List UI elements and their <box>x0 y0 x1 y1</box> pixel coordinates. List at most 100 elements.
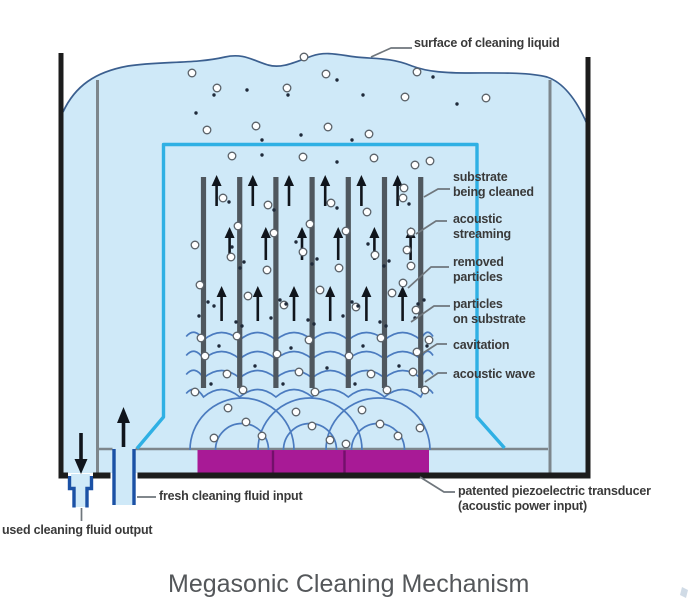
streaming-arrow <box>356 175 367 206</box>
bubble <box>326 198 336 208</box>
particle-dot <box>281 382 285 386</box>
particle-dot <box>425 344 429 348</box>
bubble <box>334 263 344 273</box>
bubble <box>341 439 351 449</box>
particle-dot <box>197 314 201 318</box>
particle-dot <box>422 298 426 302</box>
bubble <box>305 219 315 229</box>
particle-dot <box>260 153 264 157</box>
particle-dot <box>294 240 298 244</box>
bubble <box>212 83 222 93</box>
particle-dot <box>378 320 382 324</box>
particle-dot <box>350 300 354 304</box>
label-piezoelectric-transducer: patented piezoelectric transducer (acous… <box>458 484 651 513</box>
particle-dot <box>350 138 354 142</box>
bubble <box>357 405 367 415</box>
bubble <box>223 403 233 413</box>
streaming-arrow <box>252 286 263 321</box>
bubble <box>399 183 409 193</box>
label-removed-particles: removed particles <box>453 255 504 284</box>
inner-vessel-outline <box>135 142 506 450</box>
label-acoustic-streaming: acoustic streaming <box>453 212 511 241</box>
particle-dot <box>194 111 198 115</box>
acoustic-arc <box>257 397 363 451</box>
substrate-bar <box>345 177 351 388</box>
piezoelectric-transducer <box>197 450 429 475</box>
particle-dot <box>212 93 216 97</box>
particle-dot <box>217 344 221 348</box>
label-cavitation: cavitation <box>453 338 510 352</box>
particle-dot <box>212 304 216 308</box>
bubble <box>410 160 420 170</box>
streaming-arrow <box>361 286 372 321</box>
particle-dot <box>335 206 339 210</box>
bubble <box>406 261 416 271</box>
bubble <box>263 200 273 210</box>
streaming-arrow <box>284 175 294 206</box>
bubble <box>233 221 243 231</box>
particle-dot <box>335 160 339 164</box>
particle-dot <box>240 324 244 328</box>
bubble <box>370 250 380 260</box>
bubble <box>202 125 212 135</box>
bubble <box>321 69 331 79</box>
bubble <box>364 129 374 139</box>
bubble <box>190 387 200 397</box>
label-acoustic-wave: acoustic wave <box>453 367 536 381</box>
bubble <box>243 291 253 301</box>
cavitation-wave-row <box>185 388 434 399</box>
bubble <box>481 93 491 103</box>
particle-dot <box>382 264 386 268</box>
particle-dot <box>299 133 303 137</box>
used-fluid-down-arrow <box>74 433 88 474</box>
bubble <box>402 245 412 255</box>
used-fluid-output-pipe <box>67 476 94 508</box>
particle-dot <box>366 242 370 246</box>
bubbles <box>187 52 491 449</box>
bubble <box>195 280 205 290</box>
bubble <box>200 351 210 361</box>
bubble <box>307 421 317 431</box>
input-pipe-fluid <box>115 449 133 505</box>
particle-dot <box>286 93 290 97</box>
bubble <box>425 156 435 166</box>
acoustic-arc <box>325 397 431 451</box>
bubble <box>341 226 351 236</box>
bubble <box>376 333 386 343</box>
particle-dot <box>387 259 391 263</box>
bubble <box>209 433 219 443</box>
particle-dot <box>407 202 411 206</box>
particle-dot <box>289 346 293 350</box>
leader-surface <box>370 47 412 58</box>
particle-dot <box>269 316 273 320</box>
corner-watermark <box>680 587 688 598</box>
diagram-title: Megasonic Cleaning Mechanism <box>168 570 530 598</box>
bubble <box>366 369 376 379</box>
streaming-arrow <box>247 175 258 206</box>
leader-cavitation <box>422 343 447 354</box>
leader-streaming <box>415 220 447 235</box>
streaming-arrow <box>211 175 222 206</box>
streaming-arrow <box>320 175 331 206</box>
particle-dot <box>335 78 339 82</box>
substrate-bar <box>273 177 279 388</box>
transducer-segment-divider <box>271 450 346 474</box>
particle-dot <box>361 344 365 348</box>
bubble <box>251 121 261 131</box>
streaming-arrow <box>289 286 299 321</box>
particle-dot <box>227 200 231 204</box>
particle-dot <box>397 364 401 368</box>
bubble <box>190 240 200 250</box>
bubble <box>411 305 421 315</box>
particle-dot <box>209 382 213 386</box>
particle-dot <box>260 138 264 142</box>
particle-dot <box>341 314 345 318</box>
particle-dot <box>455 102 459 106</box>
label-surface-of-cleaning-liquid: surface of cleaning liquid <box>414 36 560 50</box>
leader-on-substrate <box>410 305 450 323</box>
cleaning-liquid <box>63 53 587 474</box>
removed-particle-dots <box>194 75 459 386</box>
particle-dot <box>242 260 246 264</box>
bubble <box>269 228 279 238</box>
